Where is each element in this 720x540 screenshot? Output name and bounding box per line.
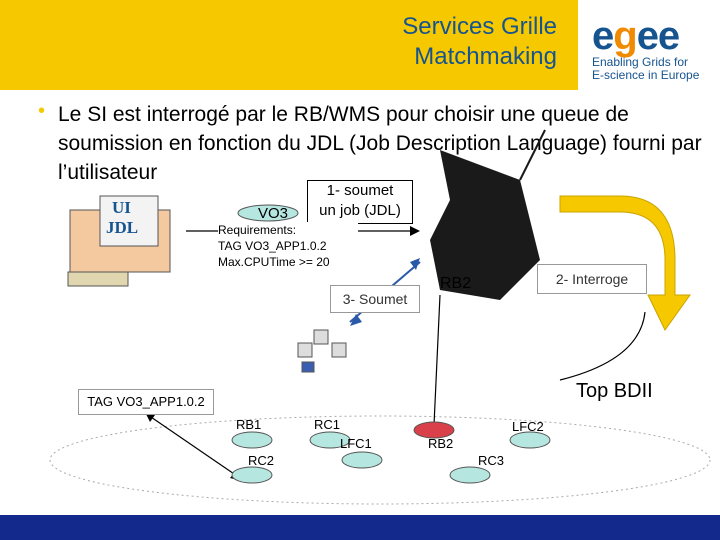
egee-logo: egee Enabling Grids for E-science in Eur… xyxy=(578,0,720,90)
rb2-node-icon xyxy=(413,421,455,439)
logo-letters-ee: ee xyxy=(636,14,680,58)
rc2-label: RC2 xyxy=(248,453,275,468)
lfc1-label: LFC1 xyxy=(340,436,372,451)
logo-letter-g: g xyxy=(613,14,637,58)
rc3-node-icon xyxy=(449,466,491,484)
rb2-link-line xyxy=(433,294,441,426)
computer-icon-3 xyxy=(331,342,347,358)
monitor-icon xyxy=(99,195,159,247)
keyboard-icon xyxy=(67,271,129,287)
soumet-box: 1- soumet un job (JDL) xyxy=(307,180,413,224)
rc1-label: RC1 xyxy=(314,417,341,432)
rb1-node-icon xyxy=(231,431,273,449)
tag-link-line xyxy=(147,414,241,479)
computer-icon-1 xyxy=(297,342,313,358)
title-line-1: Services Grille xyxy=(402,13,557,40)
computer-icon-4 xyxy=(301,361,315,373)
slide-title: Services Grille Matchmaking xyxy=(402,12,557,72)
soumet-line-2: un job (JDL) xyxy=(319,202,401,219)
requirements-line-1: Requirements: xyxy=(218,223,297,237)
header-band xyxy=(0,0,578,90)
interroge-label: 2- Interroge xyxy=(537,264,647,294)
jdl-label: JDL xyxy=(106,218,139,237)
logo-letter-e: e xyxy=(592,14,614,58)
vo3-node-icon xyxy=(237,204,299,222)
logo-tagline: Enabling Grids for E-science in Europe xyxy=(592,56,699,82)
logo-wordmark: egee xyxy=(592,14,680,58)
computer-icon-2 xyxy=(313,329,329,345)
submit-arrow-head xyxy=(410,226,420,236)
top-bdii-label: Top BDII xyxy=(576,380,653,402)
soumet-arrow-head-2 xyxy=(350,314,362,326)
slide-header: Services Grille Matchmaking egee Enablin… xyxy=(0,0,720,92)
bdii-link-line xyxy=(559,311,646,381)
lfc2-node-icon xyxy=(509,431,551,449)
rc1-node-icon xyxy=(309,431,351,449)
requirements-line-2: TAG VO3_APP1.0.2 xyxy=(218,239,327,253)
rc2-node-icon xyxy=(231,466,273,484)
logo-tagline-2: E-science in Europe xyxy=(592,68,700,82)
logo-tagline-1: Enabling Grids for xyxy=(592,55,689,69)
ui-label: UI xyxy=(112,198,131,217)
rb1-label: RB1 xyxy=(236,417,262,432)
lfc2-label: LFC2 xyxy=(512,419,544,434)
soumet-line-1: 1- soumet xyxy=(326,182,394,199)
soumet-arrow-head-1 xyxy=(410,258,420,270)
rb2-bottom-label: RB2 xyxy=(428,436,454,451)
requirements-box: Requirements: TAG VO3_APP1.0.2 Max.CPUTi… xyxy=(218,222,358,278)
grid-boundary-ellipse xyxy=(49,415,711,505)
bullet-icon: • xyxy=(38,100,46,122)
rc3-label: RC3 xyxy=(478,453,505,468)
footer-bar xyxy=(0,515,720,540)
interroge-arrow-icon xyxy=(559,195,691,331)
requirements-line-3: Max.CPUTime >= 20 xyxy=(218,255,330,269)
conductor-figure-icon xyxy=(430,150,540,300)
bullet-text: Le SI est interrogé par le RB/WMS pour c… xyxy=(58,103,702,184)
tag-label: TAG VO3_APP1.0.2 xyxy=(78,389,214,415)
vo3-label: VO3 xyxy=(258,205,289,222)
title-line-2: Matchmaking xyxy=(414,43,557,70)
soumet3-label: 3- Soumet xyxy=(330,285,420,313)
rb2-top-label: RB2 xyxy=(440,275,472,292)
conductor-baton-icon xyxy=(519,129,546,181)
lfc1-node-icon xyxy=(341,451,383,469)
